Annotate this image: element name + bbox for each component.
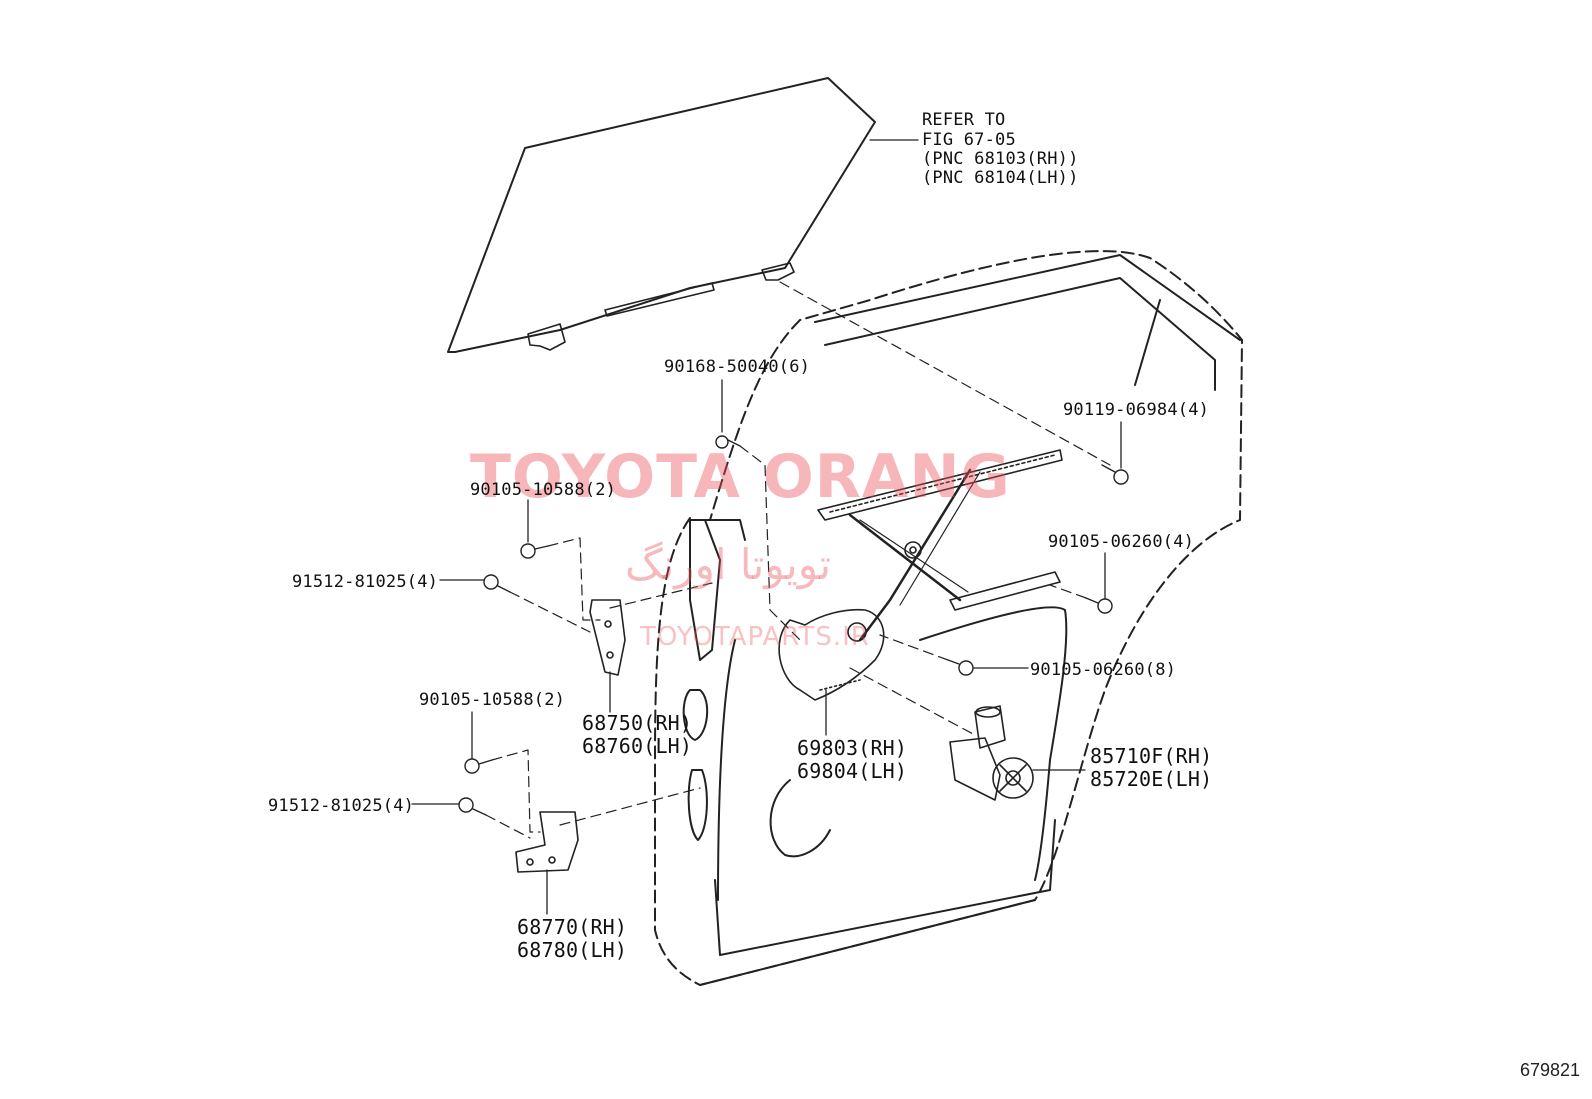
callout-90105-10588-upper[interactable]: 90105-10588(2): [470, 480, 617, 500]
callout-68760-lh[interactable]: 68760(LH): [582, 734, 693, 758]
regulator-motor: [949, 705, 1034, 801]
callout-85710f-rh[interactable]: 85710F(RH): [1090, 744, 1213, 768]
callout-91512-81025-upper[interactable]: 91512-81025(4): [292, 572, 439, 592]
bolt-icon: [947, 659, 974, 676]
callout-85720e-lh[interactable]: 85720E(LH): [1090, 767, 1213, 791]
glass-note-line3: (PNC 68103(RH)): [922, 149, 1079, 169]
bolt-icon: [1085, 597, 1113, 614]
bolts: [458, 435, 1129, 816]
callout-90105-10588-lower[interactable]: 90105-10588(2): [419, 690, 566, 710]
watermark-persian: تویوتا اورنگ: [625, 540, 832, 589]
leader-lines: [411, 139, 1122, 915]
callout-69804-lh[interactable]: 69804(LH): [797, 759, 908, 783]
figure-number: 679821: [1520, 1060, 1581, 1080]
upper-hinge: [589, 599, 626, 676]
bolt-icon: [715, 435, 741, 449]
bolt-icon: [483, 574, 511, 593]
callout-68780-lh[interactable]: 68780(LH): [517, 938, 628, 962]
callout-90119-06984[interactable]: 90119-06984(4): [1063, 400, 1210, 420]
callout-90105-06260-center[interactable]: 90105-06260(8): [1030, 660, 1177, 680]
callout-90168-50040[interactable]: 90168-50040(6): [664, 357, 811, 377]
callout-90105-06260-right[interactable]: 90105-06260(4): [1048, 532, 1195, 552]
callout-68770-rh[interactable]: 68770(RH): [517, 915, 628, 939]
door-glass: [447, 77, 876, 353]
assembly-lines: [485, 281, 1111, 839]
door-frame: [654, 250, 1243, 986]
watermark-site: TOYOTAPARTS.IR: [640, 622, 870, 652]
callout-68750-rh[interactable]: 68750(RH): [582, 711, 693, 735]
window-regulator: [778, 449, 1063, 701]
glass-note-line4: (PNC 68104(LH)): [922, 168, 1079, 188]
lower-hinge: [515, 811, 579, 873]
bolt-icon: [1101, 464, 1129, 485]
callout-69803-rh[interactable]: 69803(RH): [797, 736, 908, 760]
bolt-icon: [520, 543, 549, 559]
callout-91512-81025-lower[interactable]: 91512-81025(4): [268, 796, 415, 816]
glass-note-line1: REFER TO: [922, 110, 1006, 130]
bolt-icon: [464, 758, 493, 774]
glass-note-line2: FIG 67-05: [922, 130, 1016, 150]
watermark-brand: TOYOTA ORANG: [470, 442, 1011, 512]
bolt-icon: [458, 797, 487, 816]
